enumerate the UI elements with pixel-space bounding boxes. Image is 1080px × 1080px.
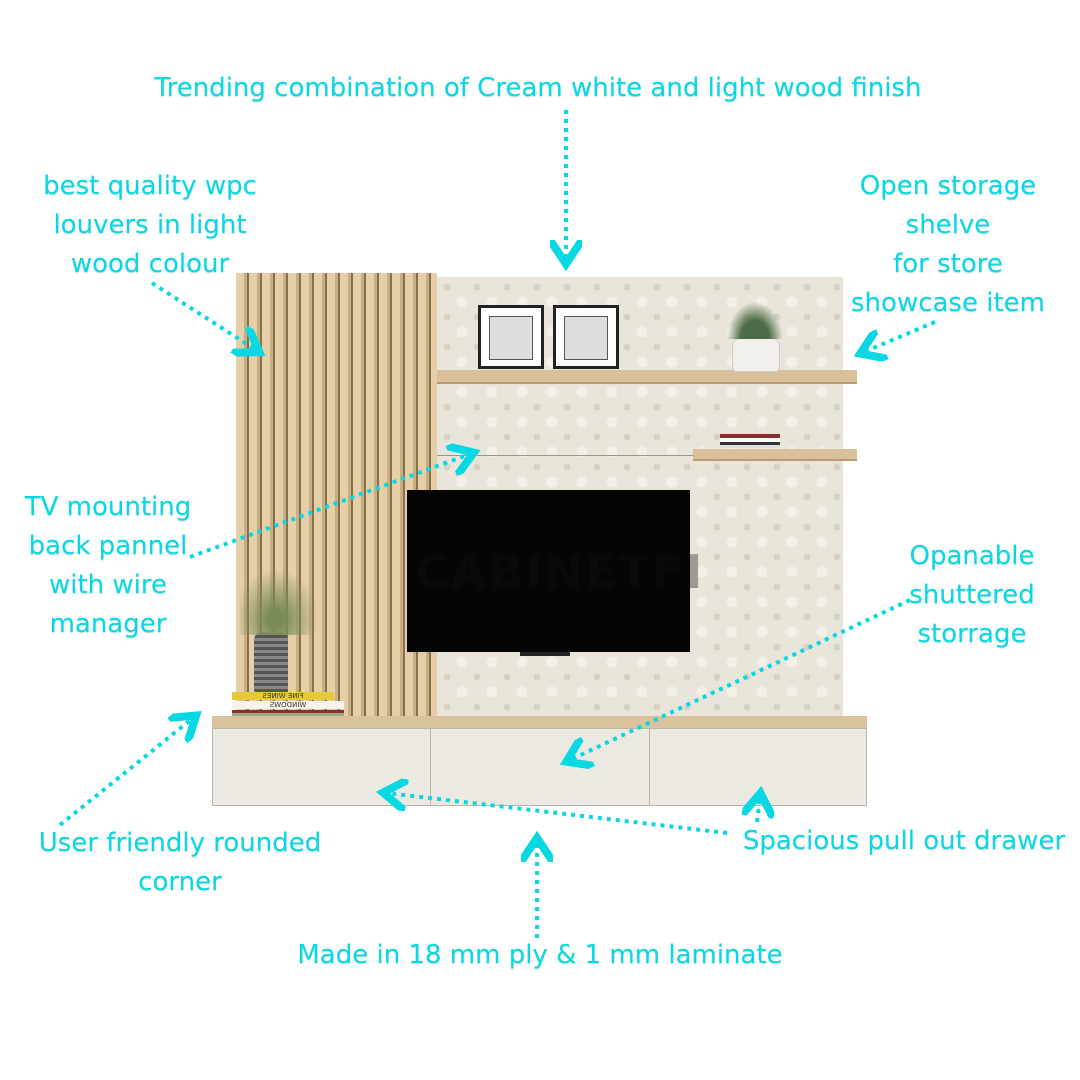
plant: [722, 295, 788, 339]
arrow-tv-panel: [189, 454, 470, 559]
drawer-middle: [430, 728, 650, 806]
annotation-drawer: Spacious pull out drawer: [742, 826, 1066, 856]
base-top: [212, 716, 867, 728]
picture-frame: [478, 305, 544, 369]
arrow-louvers: [150, 281, 256, 350]
top-shelf: [437, 370, 857, 384]
arrow-drawer-left: [387, 793, 728, 835]
decor-plant: [240, 555, 330, 635]
arrow-shutters: [570, 598, 911, 760]
annotation-top: Trending combination of Cream white and …: [154, 73, 922, 103]
wire-manager-groove: [437, 455, 693, 456]
vase: [254, 632, 288, 692]
arrow-shelves: [864, 320, 936, 352]
book-stack: [232, 710, 344, 716]
arrow-corner: [58, 718, 193, 827]
watermark: CABINETFI: [415, 545, 705, 599]
tv-stand: [520, 652, 570, 656]
television: [407, 490, 690, 652]
shelf-books: [720, 434, 780, 448]
picture-frame: [553, 305, 619, 369]
arrow-drawer-right: [757, 797, 760, 823]
plant-pot: [732, 338, 780, 372]
small-shelf: [693, 449, 857, 461]
annotation-material: Made in 18 mm ply & 1 mm laminate: [297, 940, 783, 970]
